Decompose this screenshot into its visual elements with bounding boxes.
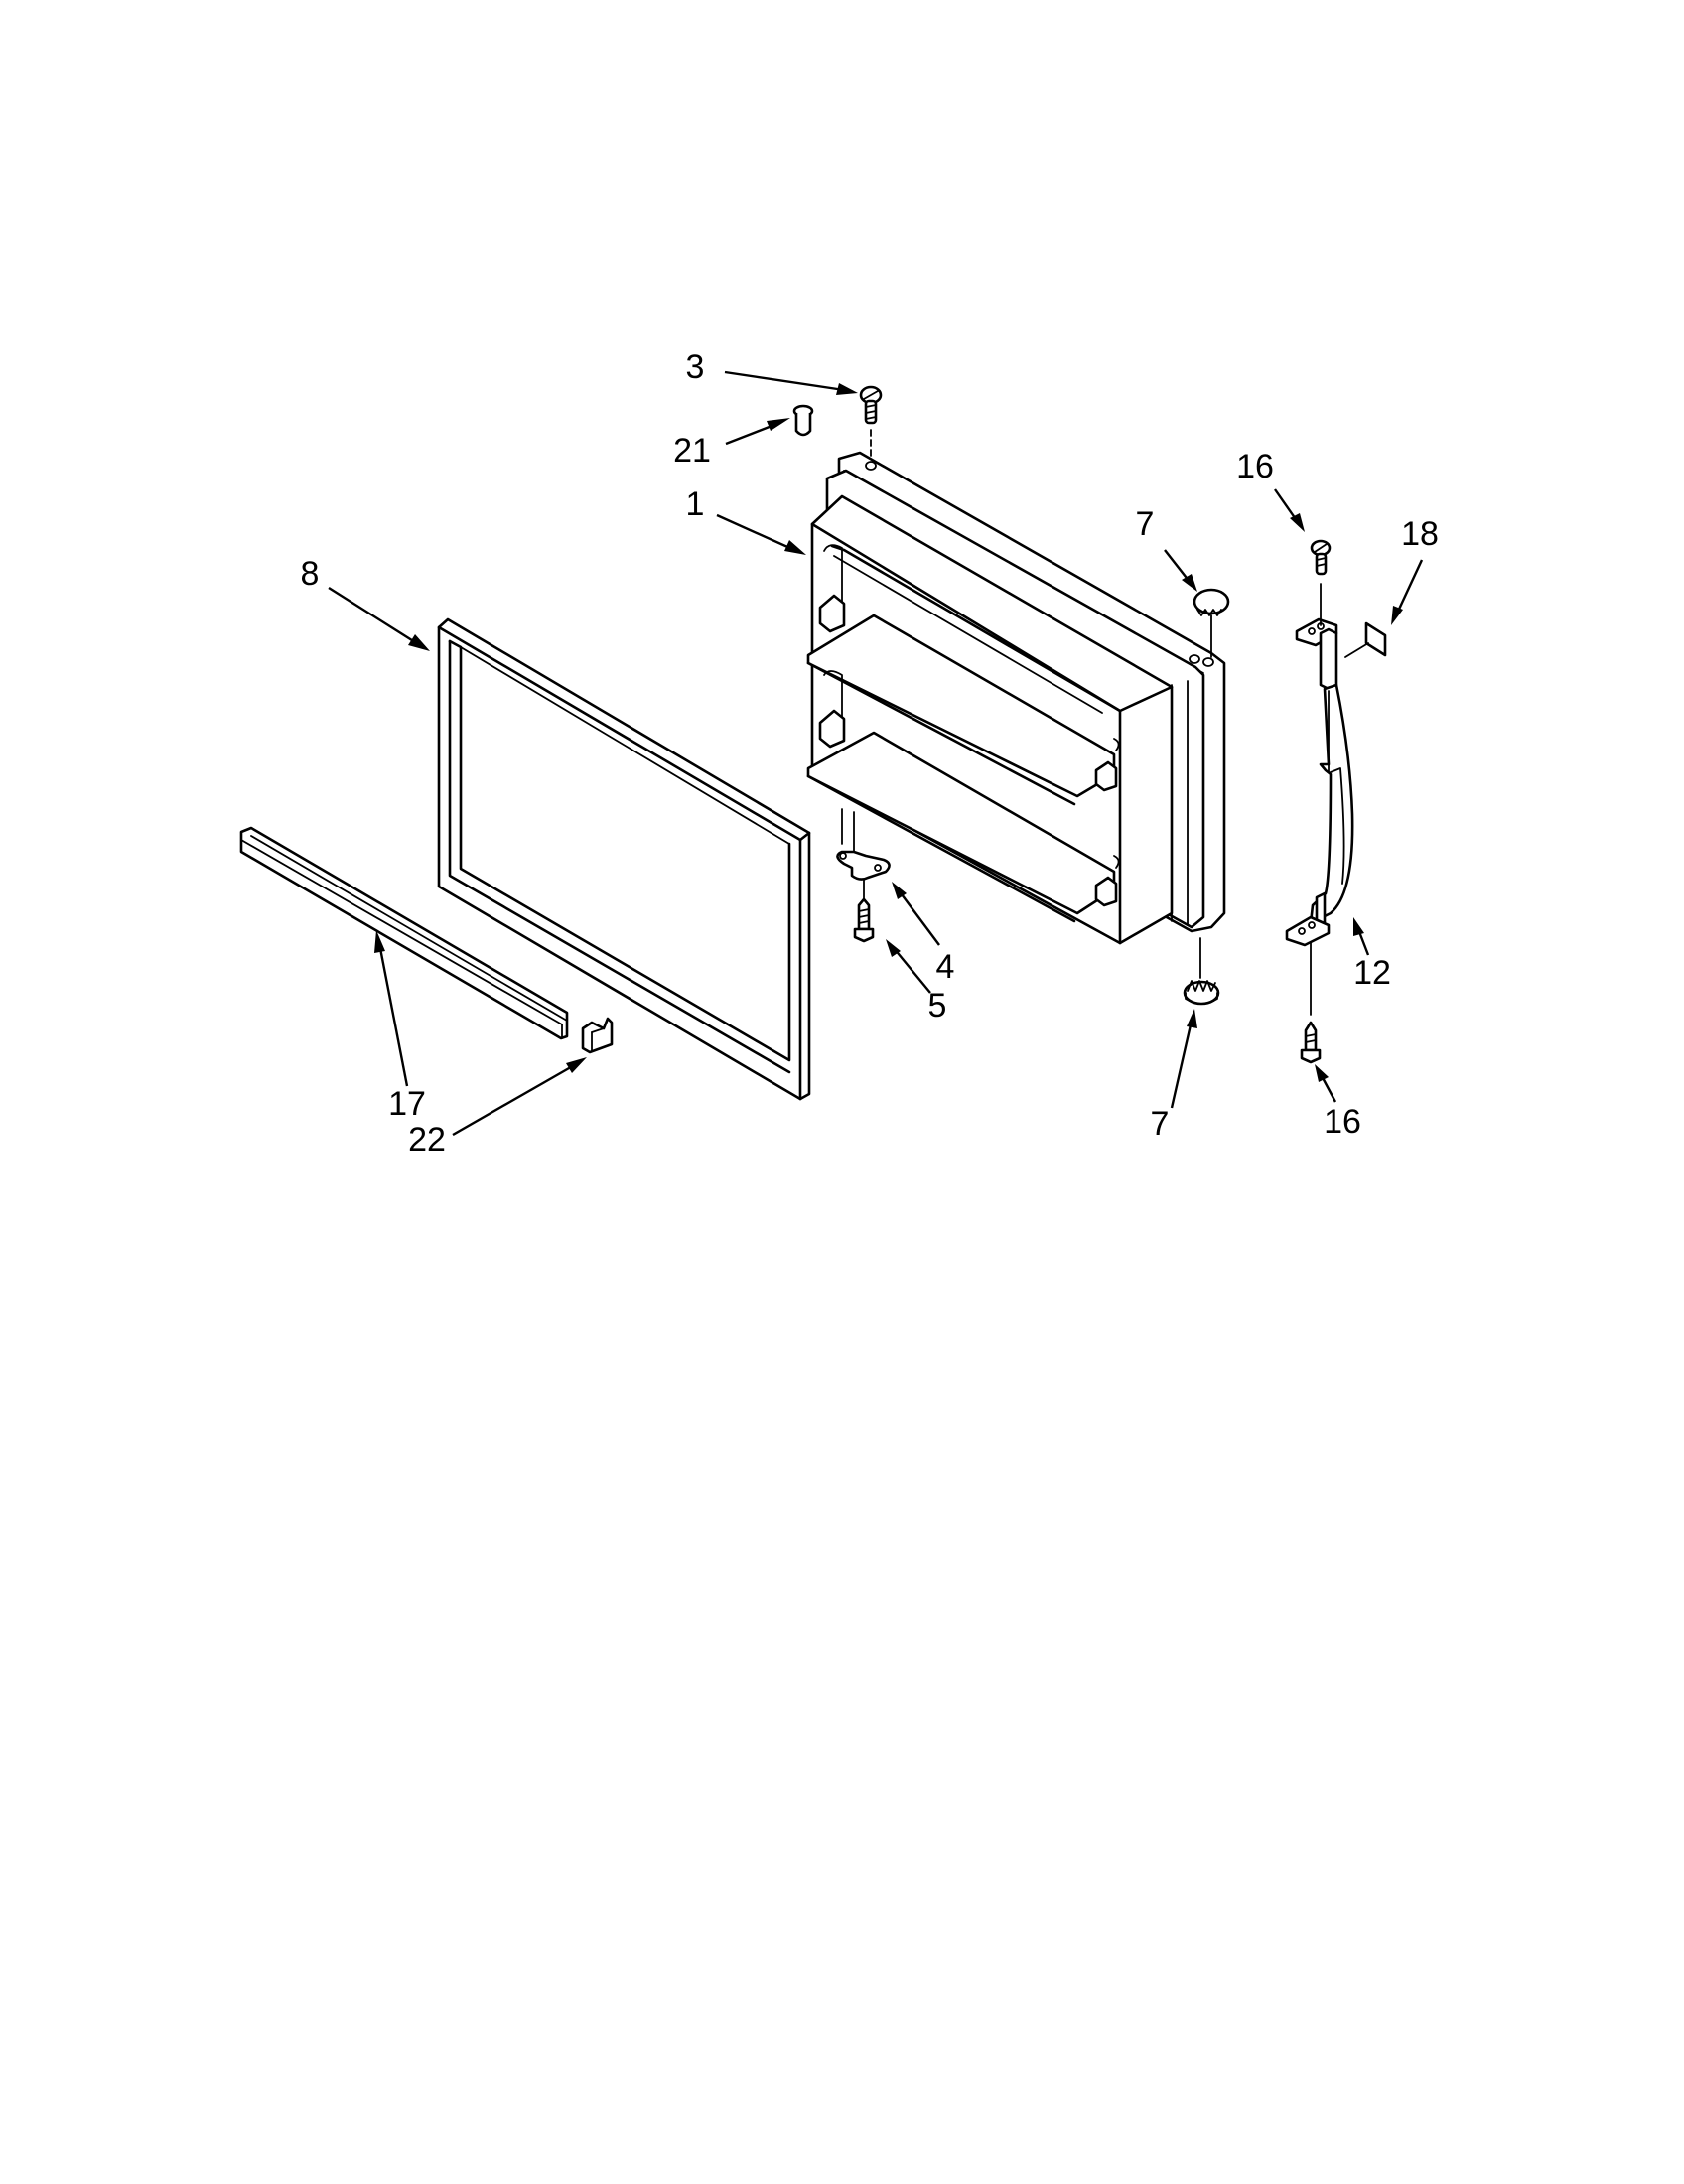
callout-17: 17 xyxy=(388,1085,426,1123)
door-stop-bracket[interactable] xyxy=(836,808,891,881)
callout-16-top: 16 xyxy=(1236,448,1274,485)
door-stop-screw[interactable] xyxy=(853,879,875,943)
callout-7-top: 7 xyxy=(1136,505,1155,543)
callout-21: 21 xyxy=(673,432,711,470)
top-hinge-bushing-cap[interactable] xyxy=(1193,588,1230,658)
callout-4: 4 xyxy=(936,948,955,986)
door-handle[interactable] xyxy=(1285,617,1354,947)
callout-16-bottom: 16 xyxy=(1324,1103,1361,1141)
callout-8: 8 xyxy=(301,555,320,593)
callout-1: 1 xyxy=(686,485,705,523)
callout-labels: 3 21 1 7 16 18 8 4 5 12 7 16 17 22 xyxy=(301,348,1439,1159)
door-liner-assembly[interactable] xyxy=(806,451,1226,945)
handle-clip[interactable] xyxy=(1344,621,1387,658)
callout-18: 18 xyxy=(1401,515,1439,553)
callout-5: 5 xyxy=(928,987,947,1024)
callout-22: 22 xyxy=(408,1121,446,1159)
door-gasket[interactable] xyxy=(437,617,811,1101)
callout-7-bottom: 7 xyxy=(1151,1105,1170,1143)
leader-lines xyxy=(328,370,1424,1137)
top-screw-hole xyxy=(865,461,877,471)
callout-12: 12 xyxy=(1353,954,1391,992)
door-trim-strip[interactable] xyxy=(239,826,569,1040)
handle-top-screw[interactable] xyxy=(1310,539,1332,626)
callout-3: 3 xyxy=(686,348,705,386)
hinge-hole-1 xyxy=(1189,654,1200,664)
trim-end-cap[interactable] xyxy=(581,1017,614,1054)
door-stop-plug[interactable] xyxy=(792,404,814,437)
hinge-hole-2 xyxy=(1202,657,1214,667)
bottom-hinge-bushing[interactable] xyxy=(1183,937,1220,1006)
handle-bottom-screw[interactable] xyxy=(1300,942,1322,1064)
door-top-screw[interactable] xyxy=(859,385,883,460)
